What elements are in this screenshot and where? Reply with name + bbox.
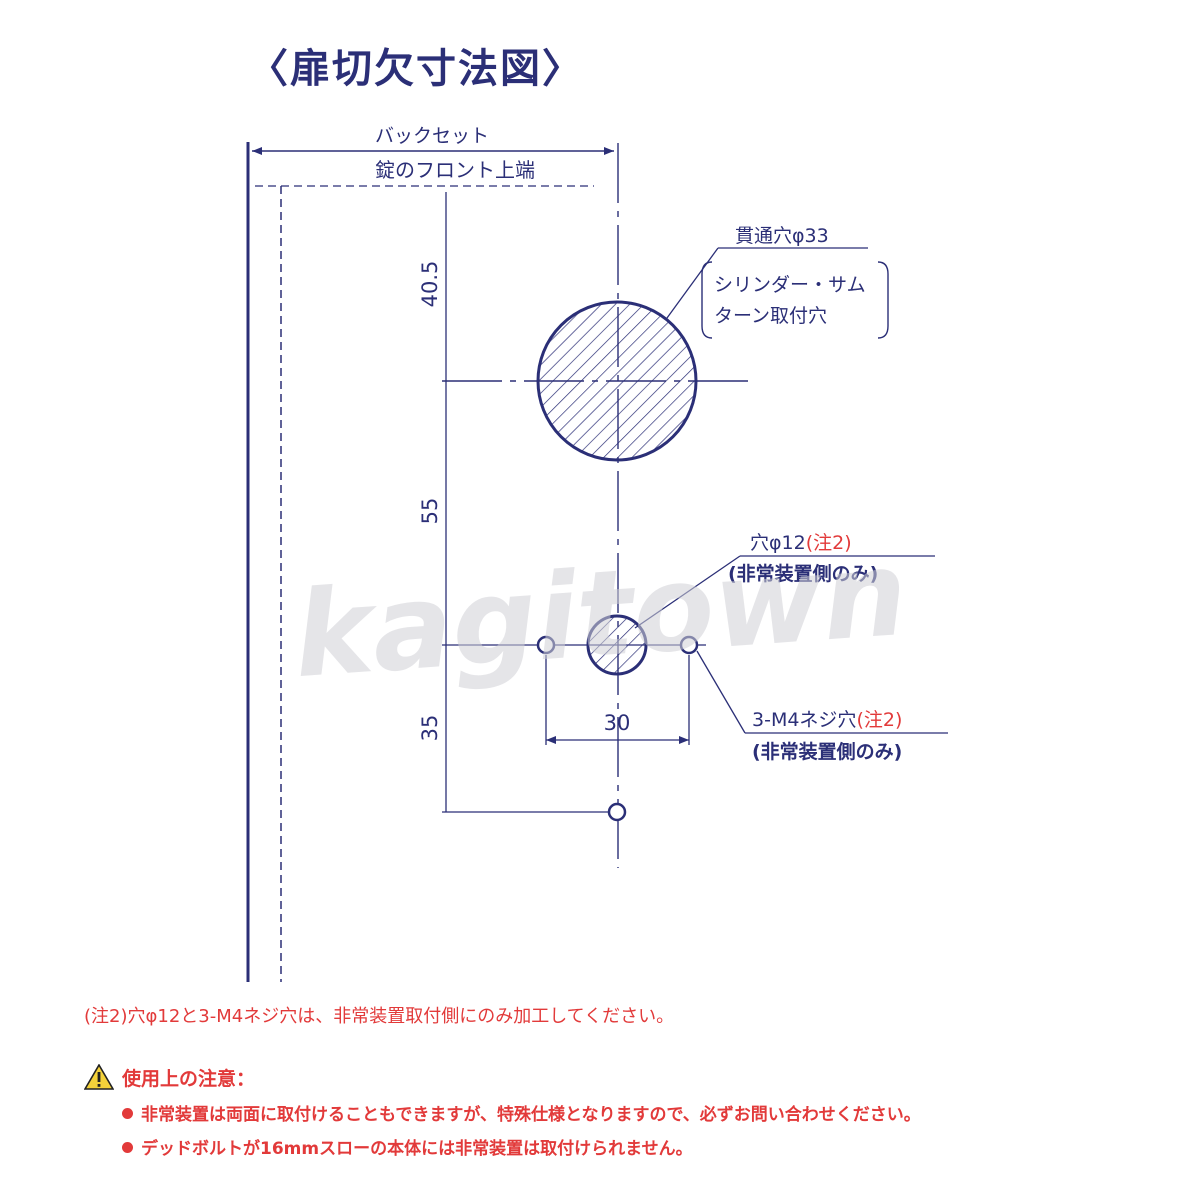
dim-30: 30: [604, 711, 631, 735]
m4-hole-right: [679, 635, 699, 655]
dim-30-arrow-left: [546, 736, 556, 744]
caution-item: 非常装置は両面に取付けることもできますが、特殊仕様となりますので、必ずお問い合わ…: [122, 1100, 921, 1125]
caution-item: デッドボルトが16mmスローの本体には非常装置は取付けられません。: [122, 1134, 693, 1159]
hole-12-leader: [634, 555, 741, 629]
m4-note-ref: (注2): [856, 709, 902, 731]
m4-leader: [696, 650, 746, 734]
caution-item-text: 非常装置は両面に取付けることもできますが、特殊仕様となりますので、必ずお問い合わ…: [141, 1105, 921, 1125]
dim-40-5: 40.5: [418, 261, 442, 308]
m4-text: 3-M4ネジ穴: [752, 709, 856, 731]
hole-12-label: 穴φ12(注2): [750, 532, 852, 554]
hole-12: [586, 614, 648, 676]
m4-label: 3-M4ネジ穴(注2): [752, 709, 902, 731]
hole-12-sub-label: (非常装置側のみ): [728, 562, 878, 585]
through-hole-leader: [666, 247, 719, 319]
hole-12-note-ref: (注2): [806, 532, 852, 554]
hole-12-text: 穴φ12: [750, 532, 806, 554]
dim-55: 55: [418, 498, 442, 525]
note-2: (注2)穴φ12と3-M4ネジ穴は、非常装置取付側にのみ加工してください。: [84, 1006, 675, 1027]
caution-item-text: デッドボルトが16mmスローの本体には非常装置は取付けられません。: [141, 1139, 693, 1159]
cylinder-bracket-left: [701, 261, 713, 339]
m4-hole-left: [536, 635, 556, 655]
caution-heading-row: 使用上の注意：: [84, 1063, 255, 1091]
m4-hole-bottom: [607, 802, 627, 822]
warning-icon: [84, 1064, 114, 1090]
dim-35: 35: [418, 715, 442, 742]
drawing-title: 〈扉切欠寸法図〉: [248, 46, 584, 92]
bullet-dot: [122, 1108, 133, 1119]
through-hole-33: [536, 300, 698, 462]
backset-arrow-right: [604, 147, 614, 155]
cylinder-label-line1: シリンダー・サム: [714, 274, 866, 296]
cylinder-label-line2: ターン取付穴: [714, 305, 827, 327]
m4-sub-label: (非常装置側のみ): [752, 740, 902, 763]
bullet-dot: [122, 1142, 133, 1153]
cylinder-bracket-right: [877, 261, 889, 339]
front-top-label: 錠のフロント上端: [375, 158, 535, 182]
watermark: kagitown: [289, 524, 911, 704]
through-hole-label: 貫通穴φ33: [735, 225, 829, 247]
dim-30-arrow-right: [679, 736, 689, 744]
backset-label: バックセット: [375, 125, 489, 147]
caution-heading: 使用上の注意：: [122, 1067, 256, 1090]
backset-arrow-left: [252, 147, 262, 155]
